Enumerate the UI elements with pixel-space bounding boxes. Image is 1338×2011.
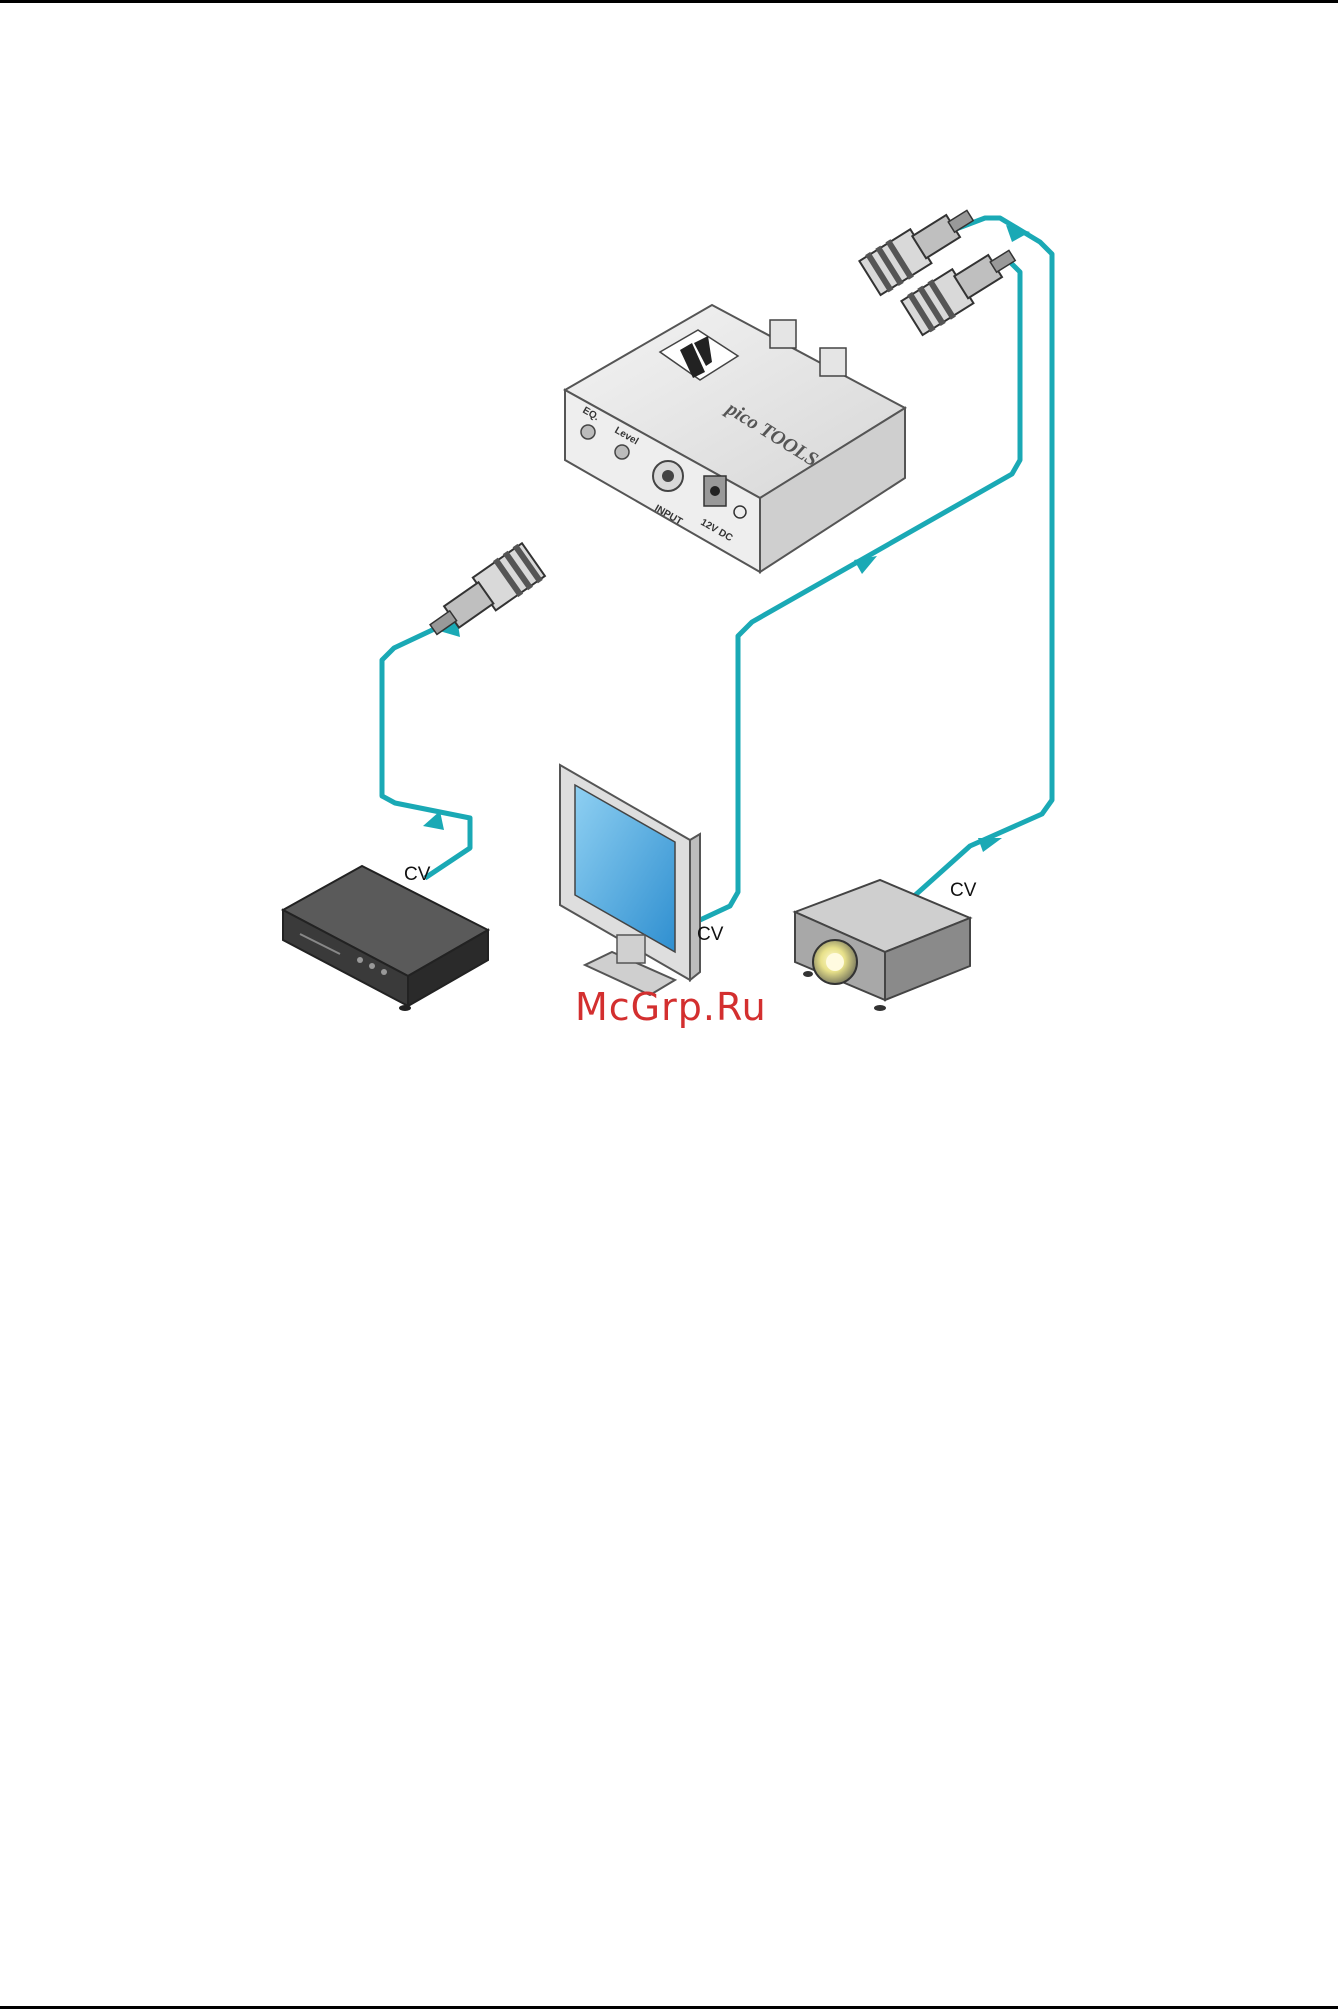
distribution-amplifier-icon: pico TOOLS EQ. Level INPUT 12V DC — [565, 305, 905, 572]
monitor-icon — [560, 765, 700, 995]
cv-label-monitor: CV — [697, 924, 724, 945]
cv-label-projector: CV — [950, 880, 977, 901]
projector-icon — [795, 880, 970, 1011]
cable-source-to-input — [382, 596, 492, 878]
arrow-down-icon — [854, 556, 877, 574]
watermark-text: McGrp.Ru — [575, 985, 767, 1029]
arrow-down-icon — [978, 838, 1002, 852]
cv-label-source: CV — [404, 864, 431, 885]
dvd-player-icon — [283, 866, 488, 1011]
bottom-rule — [0, 2006, 1338, 2009]
